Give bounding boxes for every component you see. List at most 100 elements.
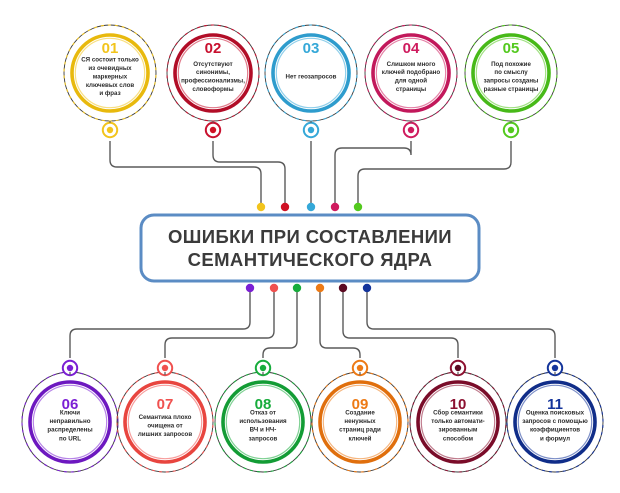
node-text-line: страницы [396,86,426,93]
node-text-line: маркерных [93,73,128,80]
node-marker-05 [502,121,520,139]
node-inner-ring [74,37,146,109]
node-marker-03 [302,121,320,139]
connector-08 [262,288,298,358]
marker-core [507,126,515,134]
junction-dot-05 [353,202,363,212]
node-text-line: запросов [249,435,278,442]
node-text-line: по URL [59,435,81,442]
node-text-line: очищена от [147,422,182,429]
node-text-line: Сбор семантики [433,410,483,417]
node-text-line: Отсутствуют [193,61,232,68]
node-main-ring [28,380,112,464]
bottom-junction-dots [245,283,372,293]
node-text-line: страниц ради [339,427,381,434]
top-junction-dots [256,202,363,212]
marker-core [356,364,364,372]
node-text-line: Слишком много [387,61,436,68]
node-main-ring [318,380,402,464]
node-marker-04 [402,121,420,139]
connector-01 [109,141,262,207]
node-main-ring [173,33,253,113]
node-text-line: Создание [345,410,375,417]
node-main-ring [123,380,207,464]
junction-dot-06 [245,283,255,293]
node-main-ring [271,33,351,113]
node-marker-02 [204,121,222,139]
junction-dot-03 [306,202,316,212]
center-title-box: ОШИБКИ ПРИ СОСТАВЛЕНИИ СЕМАНТИЧЕСКОГО ЯД… [130,206,490,290]
junction-dot-07 [269,283,279,293]
node-text-line: Семантика плохо [139,414,192,421]
node-text-line: по смыслу [494,69,528,76]
node-main-ring [513,380,597,464]
node-text-line: способом [443,435,474,442]
node-main-ring [371,33,451,113]
node-text-line: использования [239,418,287,425]
node-inner-ring [127,384,203,460]
node-text-line: зированным [439,427,478,434]
node-text-line: Нет геозапросов [286,73,337,80]
connector-05 [357,141,512,207]
node-inner-ring [225,384,301,460]
node-text-line: профессионализмы, [181,78,245,85]
node-number: 06 [62,396,79,413]
node-text-line: ключей [349,435,372,442]
node-number: 09 [352,396,369,413]
page-title-line-1: ОШИБКИ ПРИ СОСТАВЛЕНИИ [168,226,452,247]
marker-core [307,126,315,134]
node-text-line: ненужных [344,418,376,425]
node-inner-ring [375,37,447,109]
node-text-line: синонимы, [196,69,230,76]
node-text-line: запросов с помощью [522,418,588,425]
node-marker-11 [546,359,564,377]
junction-dot-04 [330,202,340,212]
marker-core [106,126,114,134]
marker-core [161,364,169,372]
node-inner-ring [420,384,496,460]
node-number: 03 [303,40,320,57]
node-text-line: для одной [395,78,427,85]
node-inner-ring [275,37,347,109]
node-marker-01 [101,121,119,139]
node-main-ring [471,33,551,113]
junction-dot-01 [256,202,266,212]
node-text-line: разные страницы [484,86,539,93]
node-text-line: Оценка поисковых [526,410,585,417]
node-inner-ring [177,37,249,109]
connector-10 [342,288,459,358]
node-text-line: и формул [540,435,570,442]
node-text-line: запросы созданы [484,78,539,85]
junction-dot-08 [292,283,302,293]
node-number: 07 [157,396,174,413]
connector-09 [319,288,361,358]
node-text-line: лишних запросов [138,431,192,438]
connector-04 [334,141,412,207]
node-02[interactable]: 02Отсутствуютсинонимы,профессионализмы,с… [166,24,260,139]
node-number: 02 [205,40,222,57]
connector-06 [69,288,251,358]
marker-core [209,126,217,134]
connector-lines-top [109,141,512,207]
node-text-line: Под похожие [491,61,531,68]
node-text-line: неправильно [50,418,91,425]
node-main-ring [70,33,150,113]
marker-core [259,364,267,372]
marker-core [66,364,74,372]
node-main-ring [416,380,500,464]
node-text-line: ключевых слов [86,82,135,89]
junction-dot-10 [338,283,348,293]
node-number: 04 [403,40,420,57]
